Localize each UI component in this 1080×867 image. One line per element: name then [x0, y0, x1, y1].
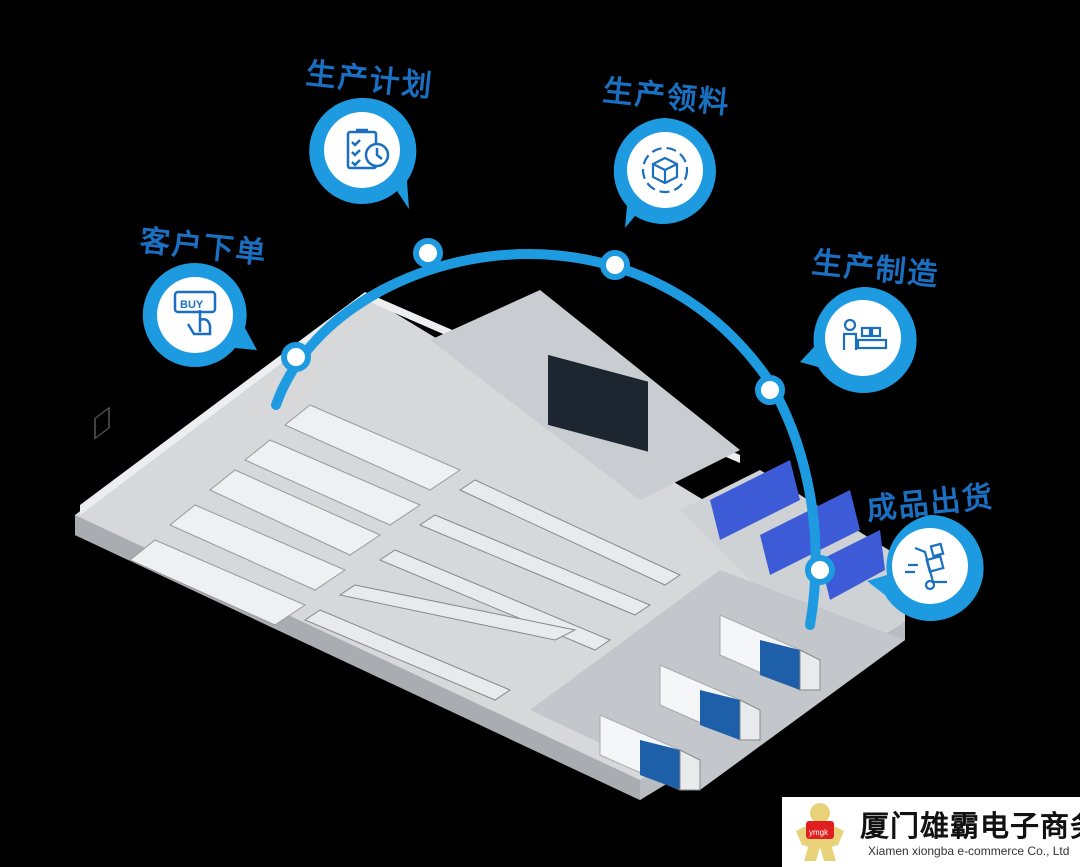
mascot-text: ymgk	[809, 828, 829, 837]
arc-nodes	[281, 238, 835, 585]
bubble-material-requisition[interactable]	[613, 118, 716, 228]
bear-mascot-logo: ymgk	[788, 801, 852, 863]
watermark-subtitle: Xiamen xiongba e-commerce Co., Ltd	[868, 844, 1070, 858]
bubble-customer-order[interactable]: BUY	[142, 262, 257, 367]
watermark: ymgk 厦门雄霸电子商务 Xiamen xiongba e-commerce …	[782, 797, 1080, 867]
truck	[719, 614, 821, 691]
bubble-production-plan[interactable]	[309, 97, 417, 209]
bubble-manufacturing[interactable]	[800, 286, 917, 393]
buy-button-icon	[173, 290, 217, 336]
truck	[599, 714, 701, 791]
windows	[94, 406, 110, 440]
process-arc	[271, 249, 821, 630]
buy-text: BUY	[180, 299, 204, 311]
watermark-title: 厦门雄霸电子商务	[860, 809, 1080, 843]
arc-node	[281, 342, 311, 372]
production-lines	[129, 404, 682, 701]
worker-conveyor-icon	[842, 318, 888, 350]
truck	[659, 664, 761, 741]
clipboard-clock-icon	[346, 128, 390, 170]
video-wall	[548, 354, 648, 452]
arc-node	[600, 250, 630, 280]
arc-node	[805, 555, 835, 585]
arc-node	[413, 238, 443, 268]
arc-node	[755, 375, 785, 405]
bubble-shipping[interactable]	[867, 514, 984, 621]
material-cycle-box-icon	[641, 146, 689, 194]
hand-truck-boxes-icon	[905, 542, 947, 591]
